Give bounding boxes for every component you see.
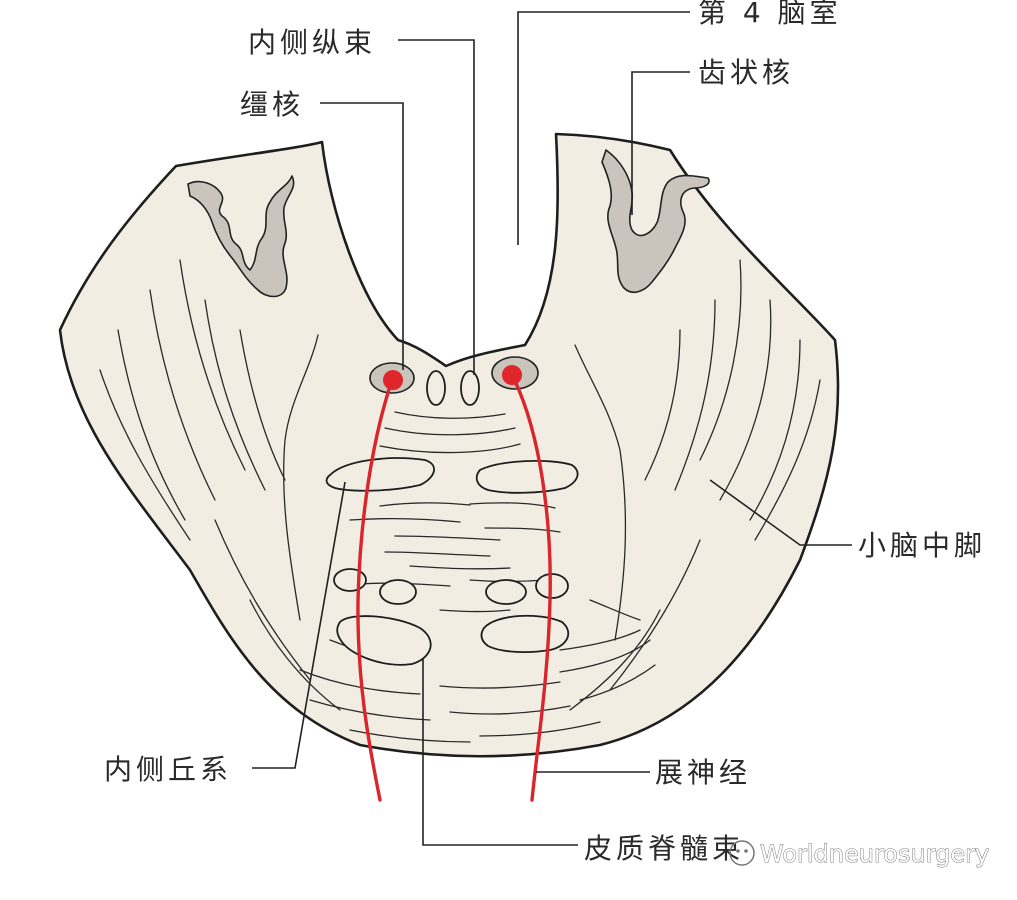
label-medial-lemniscus: 内侧丘系 bbox=[104, 753, 232, 786]
right-peduncle-fibers bbox=[569, 259, 821, 711]
watermark: Worldneurosurgery bbox=[729, 840, 990, 868]
left-peduncle-boundary bbox=[283, 334, 319, 621]
pons-outline bbox=[58, 132, 840, 758]
label-abducens-nucleus: 缰核 bbox=[240, 88, 304, 121]
right-abducens-nerve bbox=[510, 373, 552, 802]
label-dentate-nucleus: 齿状核 bbox=[698, 56, 794, 89]
leader-middle-peduncle bbox=[709, 479, 852, 546]
label-abducens-nerve: 展神经 bbox=[655, 756, 751, 789]
leader-mlf bbox=[398, 39, 475, 375]
leader-corticospinal bbox=[422, 658, 578, 846]
leader-abducens-nucleus bbox=[320, 102, 404, 370]
right-abducens-dot bbox=[502, 365, 522, 385]
left-tract-oval-b bbox=[379, 579, 417, 605]
left-peduncle-fibers bbox=[99, 259, 341, 711]
left-abducens-dot bbox=[383, 370, 403, 390]
label-middle-cerebellar-peduncle: 小脑中脚 bbox=[858, 529, 986, 562]
leader-fourth-ventricle bbox=[517, 11, 690, 245]
label-corticospinal-tract: 皮质脊髓束 bbox=[584, 832, 744, 865]
right-tract-oval-b bbox=[535, 573, 569, 599]
left-abducens-nerve bbox=[356, 378, 394, 802]
transverse-pontine-fibers bbox=[299, 411, 656, 743]
left-dentate-nucleus bbox=[187, 175, 295, 298]
right-peduncle-boundary bbox=[574, 344, 627, 641]
leader-dentate bbox=[631, 71, 690, 215]
left-tract-oval-a bbox=[333, 568, 367, 592]
right-medial-lemniscus bbox=[475, 459, 579, 494]
right-tract-oval-a bbox=[485, 579, 527, 605]
label-mlf: 内侧纵束 bbox=[248, 26, 376, 59]
right-corticospinal-tract bbox=[480, 614, 570, 653]
left-medial-lemniscus bbox=[325, 457, 435, 492]
left-mlf bbox=[426, 370, 446, 406]
right-dentate-nucleus bbox=[601, 149, 710, 294]
leader-medial-lemniscus bbox=[252, 481, 346, 769]
wechat-icon bbox=[729, 840, 755, 866]
label-fourth-ventricle: 第 4 脑室 bbox=[698, 0, 842, 29]
right-mlf bbox=[460, 370, 480, 406]
watermark-text: Worldneurosurgery bbox=[760, 840, 989, 868]
